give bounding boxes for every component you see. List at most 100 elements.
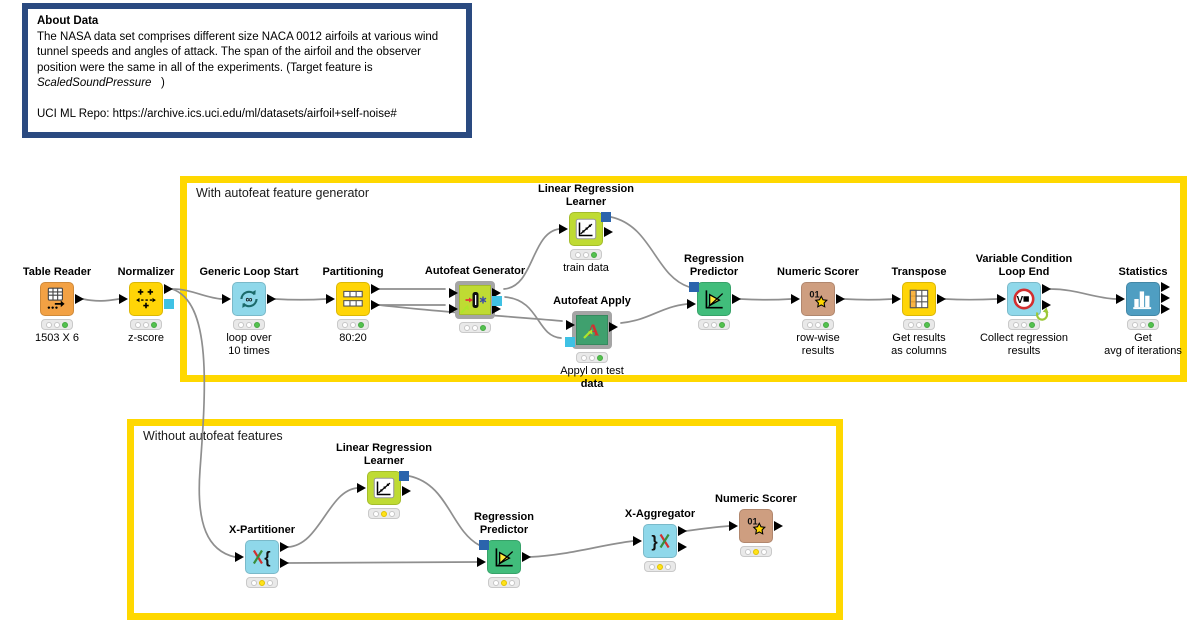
- input-port[interactable]: [326, 294, 335, 304]
- numeric-scorer-node[interactable]: 01: [729, 509, 783, 543]
- output-port[interactable]: [164, 284, 173, 294]
- output-port-2[interactable]: [492, 304, 501, 314]
- output-port-1[interactable]: [492, 288, 501, 298]
- input-port[interactable]: [222, 294, 231, 304]
- input-port[interactable]: [729, 521, 738, 531]
- node-annotation: loop over 10 times: [226, 332, 272, 357]
- model-input-port[interactable]: [565, 337, 575, 347]
- node-statistics: Statistics Get avg of iterations: [1104, 266, 1182, 357]
- model-output-port[interactable]: [399, 471, 409, 481]
- connection-learner-predictor-model-bottom[interactable]: [408, 475, 480, 546]
- group-box-with-autofeat[interactable]: With autofeat feature generator: [180, 176, 1187, 382]
- output-port-2[interactable]: [678, 542, 687, 552]
- connection-xaggregator-numericscorer[interactable]: [685, 525, 730, 532]
- connection-autofeatapply-predictor[interactable]: [620, 303, 688, 324]
- regression-predictor-node[interactable]: [687, 282, 741, 316]
- connection-loopend-statistics[interactable]: [1049, 288, 1117, 300]
- normalizer-node[interactable]: [119, 282, 174, 316]
- output-port[interactable]: [604, 227, 613, 237]
- output-port-3[interactable]: [1161, 304, 1170, 314]
- input-port[interactable]: [477, 557, 486, 567]
- about-data-annotation[interactable]: About Data The NASA data set comprises d…: [22, 3, 472, 138]
- numeric-scorer-node[interactable]: 01: [791, 282, 845, 316]
- input-port[interactable]: [566, 320, 575, 330]
- group-box-without-autofeat[interactable]: Without autofeat features: [127, 419, 843, 620]
- connection-transpose-loopend[interactable]: [944, 298, 998, 301]
- connection-predictor-numericscorer[interactable]: [739, 298, 792, 301]
- output-port-1[interactable]: [1161, 282, 1170, 292]
- x-partitioner-node[interactable]: {: [235, 540, 289, 574]
- generic-loop-start-node[interactable]: ∞: [222, 282, 276, 316]
- connection-predictor-xaggregator[interactable]: [529, 540, 634, 558]
- status-traffic-light: [368, 508, 400, 519]
- table-reader-icon: [47, 287, 65, 309]
- input-port-2[interactable]: [449, 304, 458, 314]
- status-traffic-light: [1127, 319, 1159, 330]
- output-port[interactable]: [937, 294, 946, 304]
- status-traffic-light: [576, 352, 608, 363]
- output-port-1[interactable]: [678, 526, 687, 536]
- input-port[interactable]: [119, 294, 128, 304]
- output-port-2[interactable]: [1161, 293, 1170, 303]
- input-port[interactable]: [357, 483, 366, 493]
- output-port[interactable]: [836, 294, 845, 304]
- connection-xpartitioner-predictor[interactable]: [287, 561, 478, 564]
- input-port[interactable]: [235, 552, 244, 562]
- connection-autofeatgen-learner[interactable]: [503, 228, 560, 290]
- output-port[interactable]: [522, 552, 531, 562]
- output-port-2[interactable]: [1042, 300, 1051, 310]
- table-reader-node[interactable]: [40, 282, 84, 316]
- connection-learner-predictor-model[interactable]: [610, 216, 690, 288]
- input-port[interactable]: [997, 294, 1006, 304]
- group-label: With autofeat feature generator: [196, 186, 370, 200]
- input-port[interactable]: [687, 299, 696, 309]
- connection-loopstart-partitioning[interactable]: [274, 298, 327, 301]
- regression-chart-icon: [373, 477, 395, 499]
- connection-xpartitioner-learner[interactable]: [287, 487, 358, 548]
- model-input-port[interactable]: [689, 282, 699, 292]
- output-port[interactable]: [402, 486, 411, 496]
- input-port[interactable]: [892, 294, 901, 304]
- model-output-port[interactable]: [601, 212, 611, 222]
- autofeat-apply-node[interactable]: A: [565, 311, 618, 349]
- connection-autofeatgen-autofeatapply-model[interactable]: [504, 296, 562, 339]
- normalizer-icon: [136, 289, 156, 309]
- partitioning-node[interactable]: [326, 282, 380, 316]
- output-port-train[interactable]: [371, 284, 380, 294]
- input-port[interactable]: [791, 294, 800, 304]
- regression-predictor-node[interactable]: [477, 540, 531, 574]
- svg-text:V: V: [1017, 295, 1024, 306]
- model-output-port[interactable]: [164, 299, 174, 309]
- connection-normalizer-loopstart[interactable]: [171, 288, 223, 300]
- output-port[interactable]: [609, 322, 618, 332]
- output-port-2[interactable]: [280, 558, 289, 568]
- connection-numericscorer-transpose[interactable]: [843, 298, 893, 301]
- linear-regression-learner-node[interactable]: [357, 471, 411, 505]
- autofeat-generator-node[interactable]: [449, 281, 502, 319]
- output-port-1[interactable]: [1042, 284, 1051, 294]
- output-port[interactable]: [774, 521, 783, 531]
- status-traffic-light: [246, 577, 278, 588]
- transpose-node[interactable]: [892, 282, 946, 316]
- output-port[interactable]: [732, 294, 741, 304]
- model-input-port[interactable]: [479, 540, 489, 550]
- connection-tablereader-normalizer[interactable]: [82, 298, 120, 302]
- output-port[interactable]: [267, 294, 276, 304]
- input-port[interactable]: [559, 224, 568, 234]
- status-traffic-light: [1008, 319, 1040, 330]
- statistics-node[interactable]: [1116, 282, 1170, 316]
- model-output-port[interactable]: [492, 296, 502, 306]
- input-port[interactable]: [633, 536, 642, 546]
- connection-normalizer-xpartitioner[interactable]: [171, 288, 236, 558]
- linear-regression-learner-node[interactable]: [559, 212, 613, 246]
- input-port[interactable]: [1116, 294, 1125, 304]
- variable-condition-loop-end-node[interactable]: V: [997, 282, 1051, 321]
- output-port-test[interactable]: [371, 300, 380, 310]
- output-port[interactable]: [75, 294, 84, 304]
- input-port-1[interactable]: [449, 288, 458, 298]
- x-aggregator-node[interactable]: }: [633, 524, 687, 558]
- node-annotation: Get results as columns: [891, 332, 947, 357]
- output-port-1[interactable]: [280, 542, 289, 552]
- loop-start-icon: ∞: [240, 290, 258, 308]
